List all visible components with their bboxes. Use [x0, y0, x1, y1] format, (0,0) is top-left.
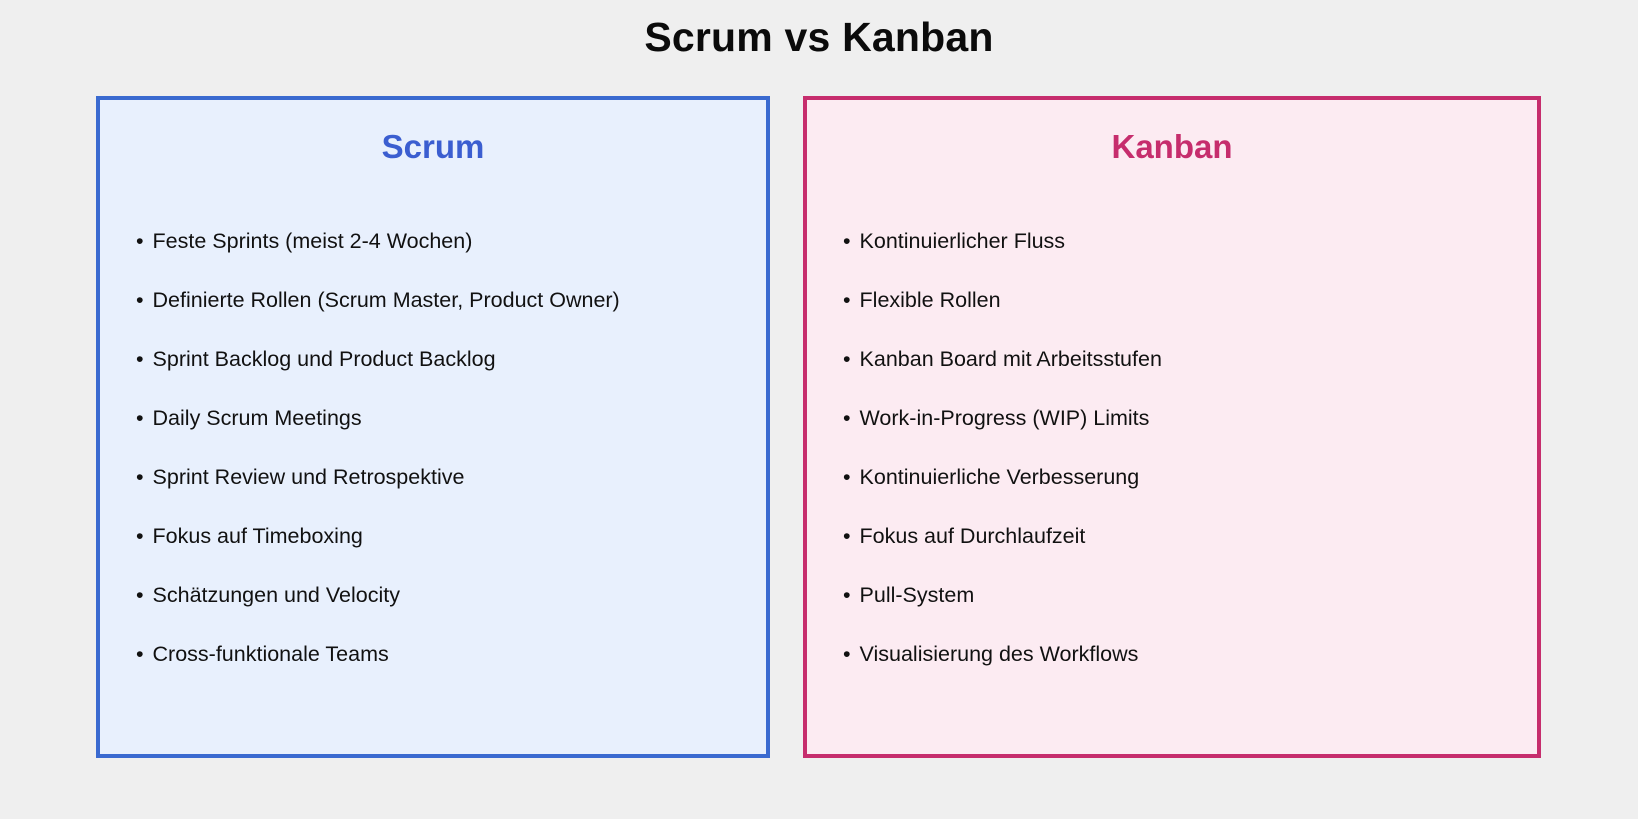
bullet-icon: • [843, 582, 851, 607]
bullet-icon: • [843, 641, 851, 666]
panel-kanban: Kanban • Kontinuierlicher Fluss • Flexible… [803, 96, 1541, 758]
list-item-label: Fokus auf Durchlaufzeit [859, 524, 1086, 548]
list-item-label: Pull-System [859, 583, 975, 607]
list-item-label: Flexible Rollen [859, 288, 1001, 312]
list-item: • Kanban Board mit Arbeitsstufen [843, 330, 1527, 389]
list-item: • Sprint Backlog und Product Backlog [136, 330, 756, 389]
panel-heading-kanban: Kanban [1111, 128, 1233, 165]
list-item: • Daily Scrum Meetings [136, 389, 756, 448]
bullet-list-kanban: • Kontinuierlicher Fluss • Flexible Rollen… [843, 212, 1527, 684]
list-item: • Schätzungen und Velocity [136, 566, 756, 625]
bullet-icon: • [136, 641, 144, 666]
bullet-icon: • [136, 346, 144, 371]
bullet-icon: • [843, 405, 851, 430]
list-item-label: Cross-funktionale Teams [152, 642, 389, 666]
list-item: • Flexible Rollen [843, 271, 1527, 330]
list-item: • Feste Sprints (meist 2-4 Wochen) [136, 212, 756, 271]
list-item: • Definierte Rollen (Scrum Master, Produc… [136, 271, 756, 330]
bullet-icon: • [136, 405, 144, 430]
list-item: • Fokus auf Durchlaufzeit [843, 507, 1527, 566]
bullet-icon: • [136, 287, 144, 312]
bullet-icon: • [136, 228, 144, 253]
bullet-icon: • [136, 523, 144, 548]
list-item-label: Sprint Review und Retrospektive [152, 465, 465, 489]
list-item: • Kontinuierlicher Fluss [843, 212, 1527, 271]
list-item: • Kontinuierliche Verbesserung [843, 448, 1527, 507]
panel-scrum: Scrum • Feste Sprints (meist 2-4 Wochen) … [96, 96, 770, 758]
bullet-icon: • [843, 464, 851, 489]
list-item: • Work-in-Progress (WIP) Limits [843, 389, 1527, 448]
list-item-label: Feste Sprints (meist 2-4 Wochen) [152, 229, 473, 253]
list-item-label: Fokus auf Timeboxing [152, 524, 363, 548]
bullet-icon: • [843, 287, 851, 312]
panel-heading-scrum: Scrum [381, 128, 485, 165]
list-item-label: Visualisierung des Workflows [859, 642, 1139, 666]
bullet-icon: • [843, 228, 851, 253]
list-item-label: Daily Scrum Meetings [152, 406, 362, 430]
list-item: • Visualisierung des Workflows [843, 625, 1527, 684]
bullet-icon: • [843, 346, 851, 371]
list-item-label: Work-in-Progress (WIP) Limits [859, 406, 1150, 430]
list-item-label: Definierte Rollen (Scrum Master, Product… [152, 288, 620, 312]
page-title: Scrum vs Kanban [644, 14, 994, 60]
list-item: • Fokus auf Timeboxing [136, 507, 756, 566]
list-item-label: Kanban Board mit Arbeitsstufen [859, 347, 1162, 371]
list-item: • Sprint Review und Retrospektive [136, 448, 756, 507]
bullet-list-scrum: • Feste Sprints (meist 2-4 Wochen) • Defin… [136, 212, 756, 684]
list-item: • Pull-System [843, 566, 1527, 625]
bullet-icon: • [136, 464, 144, 489]
list-item-label: Kontinuierliche Verbesserung [859, 465, 1140, 489]
list-item-label: Sprint Backlog und Product Backlog [152, 347, 496, 371]
bullet-icon: • [843, 523, 851, 548]
list-item: • Cross-funktionale Teams [136, 625, 756, 684]
list-item-label: Schätzungen und Velocity [152, 583, 400, 607]
bullet-icon: • [136, 582, 144, 607]
list-item-label: Kontinuierlicher Fluss [859, 229, 1066, 253]
